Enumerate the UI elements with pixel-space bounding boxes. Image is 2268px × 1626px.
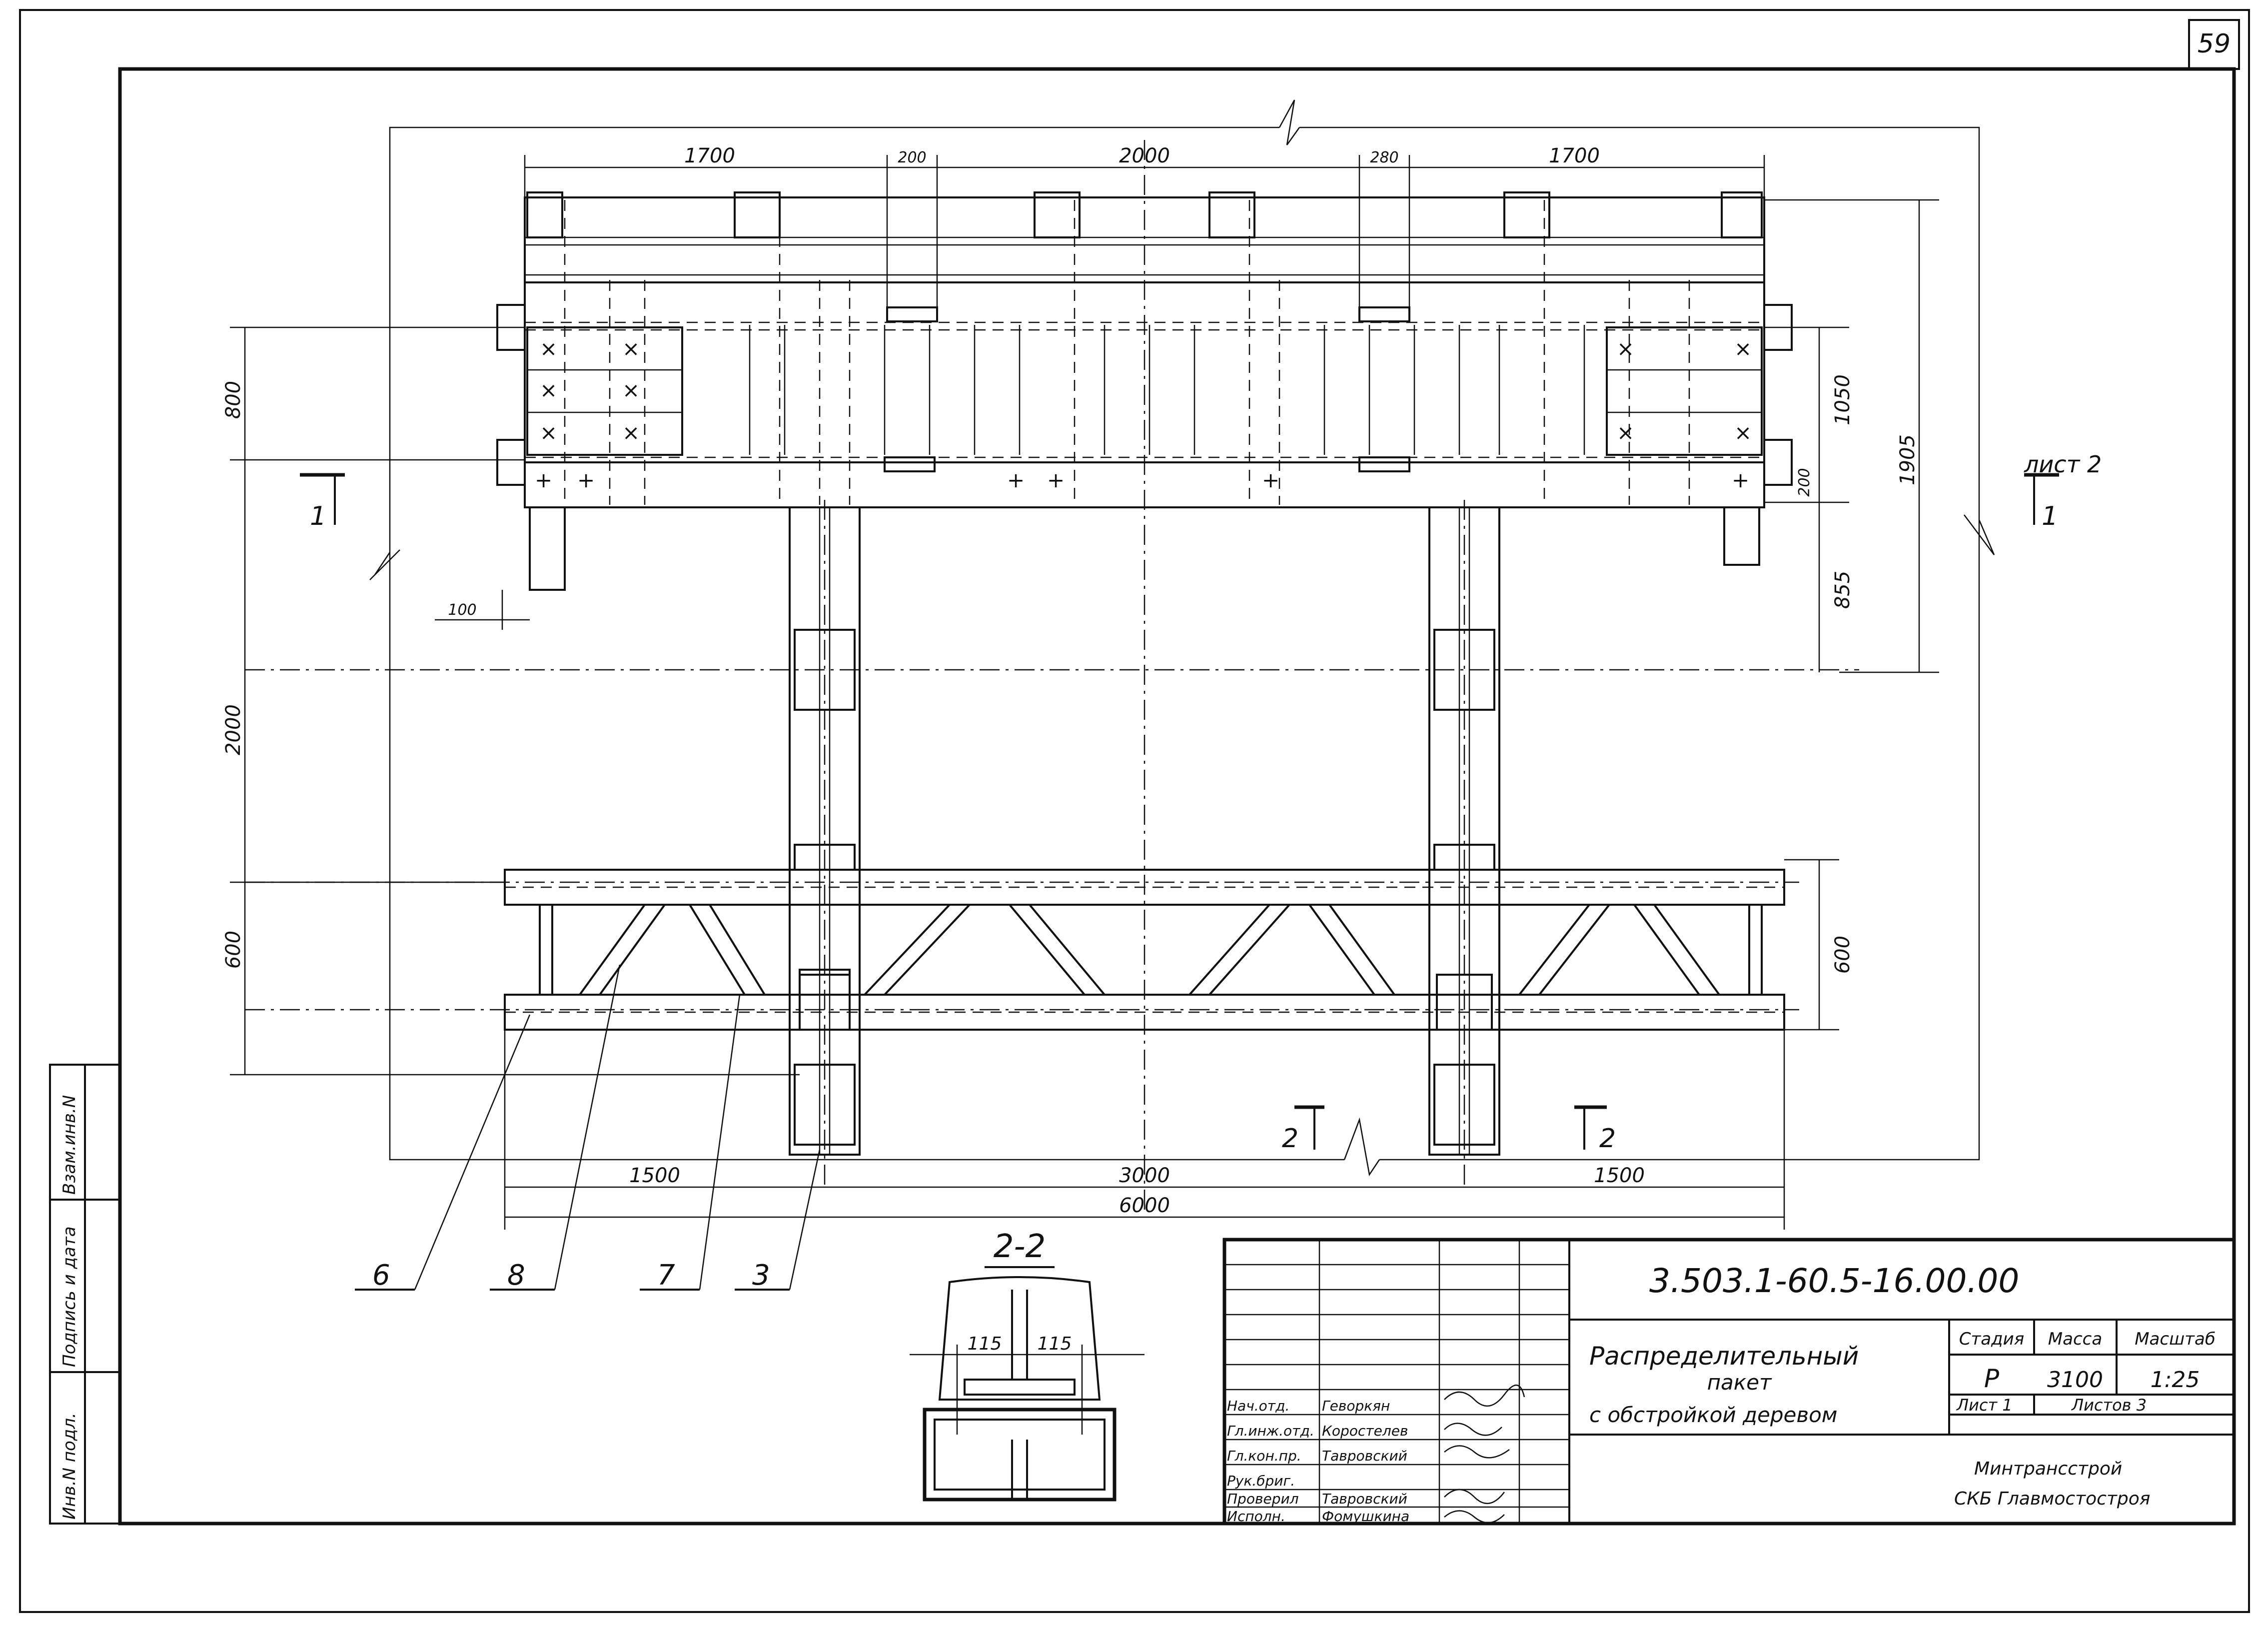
role-1: Нач.отд. [1227, 1398, 1289, 1414]
signature-1 [1444, 1384, 1525, 1407]
svg-text:+: + [1262, 468, 1279, 492]
col-scale: Масштаб [2135, 1329, 2216, 1349]
stamp-inv-no: Инв.N подл. [59, 1413, 79, 1520]
name-1: Геворкян [1322, 1398, 1390, 1414]
drawing-frame [118, 67, 2236, 1526]
svg-text:×: × [540, 420, 557, 445]
name-5: Тавровский [1322, 1491, 1407, 1507]
svg-text:×: × [540, 378, 557, 402]
dim-right-1905: 1905 [1896, 434, 1919, 485]
page-number: 59 [2198, 29, 2231, 59]
dim-bottom-2: 3000 [1119, 1164, 1170, 1187]
section-2-2-title: 2-2 [994, 1228, 1046, 1265]
dim-right-600: 600 [1831, 936, 1854, 974]
svg-text:×: × [622, 420, 640, 445]
callout-6: 6 [372, 1259, 390, 1292]
sheets-total: Листов 3 [2071, 1396, 2147, 1415]
signature-6 [1444, 1510, 1505, 1524]
svg-text:×: × [1734, 420, 1752, 445]
plan-boundary [369, 99, 1995, 1177]
dim-left-small: 100 [448, 601, 476, 619]
svg-text:×: × [622, 336, 640, 361]
doc-code: 3.503.1-60.5-16.00.00 [1649, 1262, 2019, 1300]
name-6: Фомушкина [1322, 1508, 1409, 1525]
sheet-number: Лист 1 [1956, 1396, 2013, 1415]
dimension-texts: 1700 200 2000 280 1700 800 2000 600 100 … [222, 144, 1919, 1217]
col-stage: Стадия [1959, 1329, 2024, 1349]
section-mark-2-right: 2 [1599, 1124, 1616, 1154]
col-mass: Масса [2048, 1329, 2102, 1349]
dim-left-800: 800 [222, 381, 245, 419]
section-mark-left: 1 [310, 501, 326, 531]
svg-text:+: + [1732, 468, 1749, 492]
section-marks: 1 1 лист 2 2 2 [300, 451, 2102, 1154]
section-mark-right: 1 [2042, 501, 2058, 531]
svg-text:×: × [1734, 336, 1752, 361]
dim-right-1050: 1050 [1831, 374, 1854, 425]
role-5: Проверил [1227, 1491, 1299, 1507]
side-stamp: Инв.N подл. Подпись и дата Взам.инв.N [49, 1064, 121, 1525]
dim-right-855: 855 [1831, 571, 1854, 609]
svg-text:+: + [1007, 468, 1025, 492]
dim-bottom-3: 1500 [1594, 1164, 1645, 1187]
role-2: Гл.инж.отд. [1227, 1423, 1314, 1439]
section-2-2-detail: 2-2 115 115 [910, 1228, 1144, 1502]
page-number-box: 59 [2188, 19, 2240, 70]
callout-3: 3 [752, 1259, 770, 1292]
role-4: Рук.бриг. [1227, 1473, 1295, 1489]
callout-leaders: 6 8 7 3 [355, 964, 821, 1292]
section-mark-2-left: 2 [1282, 1124, 1298, 1154]
role-3: Гл.кон.пр. [1227, 1448, 1301, 1464]
name-2: Коростелев [1322, 1423, 1408, 1439]
role-6: Исполн. [1227, 1508, 1285, 1525]
scale-value: 1:25 [2151, 1367, 2200, 1393]
org-line-2: СКБ Главмостостроя [1954, 1489, 2150, 1509]
title-block: 3.503.1-60.5-16.00.00 Распределительный … [1222, 1238, 2236, 1526]
section-ref-sheet: лист 2 [2024, 451, 2102, 478]
dim-right-200: 200 [1796, 468, 1813, 496]
callout-8: 8 [507, 1259, 525, 1292]
sheet-outer-border [19, 9, 2250, 1613]
dim-top-1: 1700 [684, 144, 735, 167]
svg-text:+: + [577, 468, 595, 492]
dimension-lines [230, 155, 1939, 1230]
dim-top-2: 200 [898, 149, 926, 166]
stamp-sign-date: Подпись и дата [59, 1226, 79, 1367]
title-line-2: пакет [1707, 1370, 1772, 1395]
mass-value: 3100 [2047, 1367, 2103, 1393]
svg-text:×: × [1617, 420, 1634, 445]
title-line-3: с обстройкой деревом [1589, 1403, 1837, 1427]
title-line-1: Распределительный [1589, 1342, 1859, 1371]
svg-text:×: × [540, 336, 557, 361]
stamp-replace-inv: Взам.инв.N [59, 1095, 79, 1195]
dim-bottom-total: 6000 [1119, 1194, 1170, 1217]
dim-top-4: 280 [1370, 149, 1398, 166]
svg-text:+: + [535, 468, 552, 492]
org-line-1: Минтрансстрой [1974, 1459, 2122, 1479]
section-dim-right: 115 [1038, 1334, 1072, 1354]
dim-bottom-1: 1500 [629, 1164, 680, 1187]
section-dim-left: 115 [968, 1334, 1002, 1354]
svg-text:×: × [622, 378, 640, 402]
name-3: Тавровский [1322, 1448, 1407, 1464]
dim-left-600: 600 [222, 931, 245, 969]
signature-5 [1444, 1489, 1505, 1505]
callout-7: 7 [657, 1259, 675, 1292]
stage-value: Р [1984, 1364, 2000, 1393]
axis-lines [245, 140, 1859, 1210]
dim-left-2000: 2000 [222, 704, 245, 755]
signature-3 [1444, 1445, 1510, 1459]
dim-top-3: 2000 [1119, 144, 1170, 167]
svg-text:+: + [1047, 468, 1065, 492]
svg-text:×: × [1617, 336, 1634, 361]
cross-marks: × × × × × × × × × × + + + + + + [535, 336, 1752, 492]
dim-top-5: 1700 [1549, 144, 1600, 167]
signature-2 [1444, 1423, 1502, 1436]
